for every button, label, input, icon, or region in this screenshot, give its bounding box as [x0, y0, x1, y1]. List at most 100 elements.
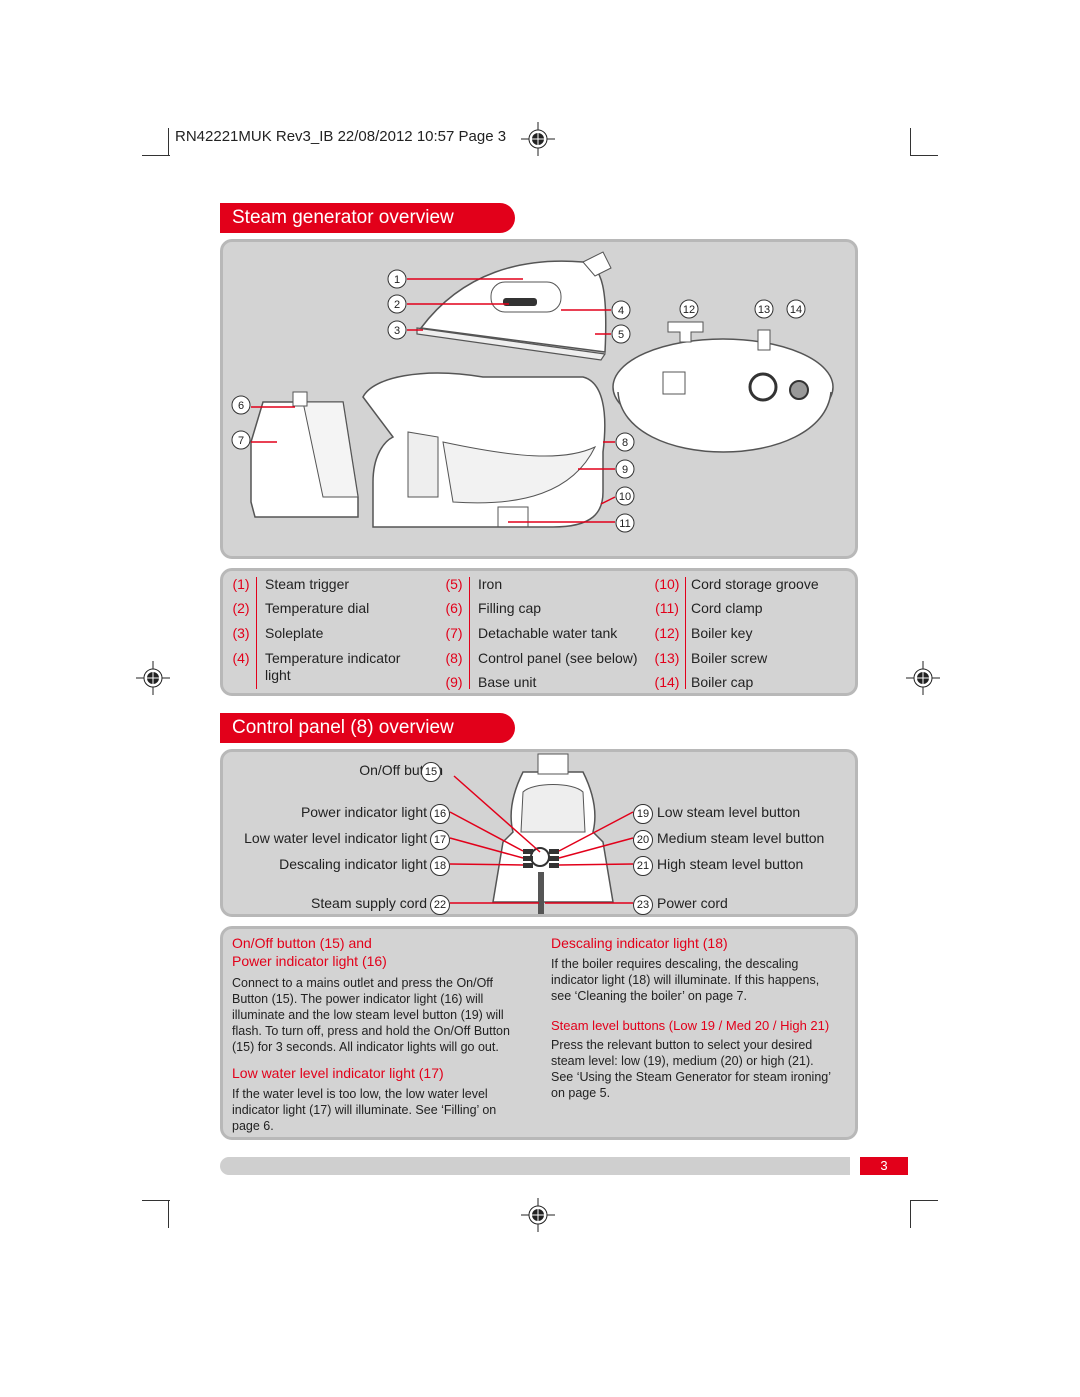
info-line: If the boiler requires descaling, the de… — [551, 957, 799, 971]
part-label: Control panel (see below) — [478, 650, 638, 666]
info-heading: Power indicator light (16) — [232, 953, 387, 969]
part-number: (6) — [445, 600, 463, 616]
part-number: (9) — [445, 674, 463, 690]
part-label: Temperature indicator light — [265, 650, 401, 683]
part-label: Boiler screw — [691, 650, 768, 666]
control-label: Steam supply cord — [311, 895, 427, 911]
callout-number: 7 — [238, 435, 244, 447]
part-label: Base unit — [478, 674, 537, 690]
section-title: Control panel (8) overview — [220, 713, 515, 743]
control-panel-diagram: On/Off button 15 Power indicator light 1… — [220, 749, 858, 917]
callout-number: 14 — [790, 304, 802, 316]
divider — [685, 577, 686, 689]
info-line: page 6. — [232, 1119, 274, 1133]
part-label: Filling cap — [478, 600, 542, 616]
callout-number: 4 — [618, 305, 624, 317]
part-label: Temperature dial — [265, 600, 370, 616]
page-number: 3 — [860, 1157, 908, 1175]
callout-number: 12 — [683, 304, 695, 316]
part-number: (13) — [654, 650, 680, 666]
control-panel-info: On/Off button (15) and Power indicator l… — [220, 926, 858, 1140]
part-label: Soleplate — [265, 625, 324, 641]
control-label: Low steam level button — [657, 804, 801, 820]
info-line: Connect to a mains outlet and press the … — [232, 976, 494, 990]
control-label: Medium steam level button — [657, 830, 825, 846]
info-line: steam level: low (19), medium (20) or hi… — [551, 1054, 814, 1068]
info-line: illuminate and the low steam level butto… — [232, 1008, 504, 1022]
steam-generator-diagram: 1 2 3 4 5 6 7 8 9 10 11 12 13 14 — [220, 239, 858, 559]
info-line: indicator light (18) will illuminate. If… — [551, 973, 820, 987]
callout-number: 15 — [421, 762, 441, 782]
crop-mark — [910, 1200, 938, 1201]
part-number: (7) — [445, 625, 463, 641]
info-body: Connect to a mains outlet and press the … — [232, 975, 532, 1055]
part-number: (10) — [654, 576, 680, 592]
part-number: (3) — [232, 625, 250, 641]
callout-number: 13 — [758, 304, 770, 316]
steam-generator-illustration: 1 2 3 4 5 6 7 8 9 10 11 12 13 14 — [231, 251, 834, 533]
part-number: (12) — [654, 625, 680, 641]
crop-mark — [168, 1200, 169, 1228]
info-line: see ‘Cleaning the boiler’ on page 7. — [551, 989, 747, 1003]
part-label: Cord storage groove — [691, 576, 819, 592]
info-body: If the boiler requires descaling, the de… — [551, 956, 851, 1004]
registration-mark-icon — [136, 661, 170, 695]
info-line: indicator light (17) will illuminate. Se… — [232, 1103, 497, 1117]
part-number: (2) — [232, 600, 250, 616]
callout-number: 19 — [633, 804, 653, 824]
part-number: (8) — [445, 650, 463, 666]
info-heading: Low water level indicator light (17) — [232, 1065, 444, 1081]
control-label: Low water level indicator light — [244, 830, 427, 846]
info-line: If the water level is too low, the low w… — [232, 1087, 488, 1101]
print-slug: RN42221MUK Rev3_IB 22/08/2012 10:57 Page… — [175, 128, 507, 145]
part-number: (11) — [655, 600, 679, 616]
callout-number: 6 — [238, 400, 244, 412]
callout-number: 18 — [430, 856, 450, 876]
part-number: (4) — [232, 650, 250, 666]
crop-mark — [910, 155, 938, 156]
part-label: Detachable water tank — [478, 625, 618, 641]
callout-number: 1 — [394, 274, 400, 286]
part-label: Iron — [478, 576, 503, 592]
callout-number: 8 — [622, 437, 628, 449]
crop-mark — [142, 1200, 170, 1201]
registration-mark-icon — [906, 661, 940, 695]
part-label: Cord clamp — [691, 600, 763, 616]
divider — [469, 577, 470, 689]
info-line: on page 5. — [551, 1086, 611, 1100]
crop-mark — [168, 128, 169, 156]
info-line: See ‘Using the Steam Generator for steam… — [551, 1070, 831, 1084]
control-label: Power cord — [657, 895, 728, 911]
info-line: (15) for 3 seconds. All indicator lights… — [232, 1040, 499, 1054]
control-label: Descaling indicator light — [279, 856, 427, 872]
info-heading: Descaling indicator light (18) — [551, 935, 728, 951]
control-label: High steam level button — [657, 856, 804, 872]
control-panel-illustration — [449, 753, 634, 914]
section-title: Steam generator overview — [220, 203, 515, 233]
parts-list: (1) Steam trigger (2) Temperature dial (… — [220, 568, 858, 696]
info-line: flash. To turn off, press and hold the O… — [232, 1024, 510, 1038]
divider — [256, 577, 257, 689]
part-label: Boiler cap — [691, 674, 754, 690]
part-label: Steam trigger — [265, 576, 350, 592]
callout-number: 9 — [622, 464, 628, 476]
callout-number: 22 — [430, 895, 450, 915]
registration-mark-icon — [521, 122, 555, 156]
info-line: Button (15). The power indicator light (… — [232, 992, 484, 1006]
part-number: (5) — [445, 576, 463, 592]
info-body: If the water level is too low, the low w… — [232, 1086, 532, 1134]
callout-number: 23 — [633, 895, 653, 915]
control-label: Power indicator light — [300, 804, 427, 820]
crop-mark — [910, 1200, 911, 1228]
callout-number: 17 — [430, 830, 450, 850]
registration-mark-icon — [521, 1198, 555, 1232]
part-number: (1) — [232, 576, 250, 592]
footer-bar — [220, 1157, 850, 1175]
part-label: Boiler key — [691, 625, 753, 641]
crop-mark — [910, 128, 911, 156]
info-line: Press the relevant button to select your… — [551, 1038, 813, 1052]
callout-number: 2 — [394, 299, 400, 311]
callout-number: 10 — [619, 491, 631, 503]
callout-number: 3 — [394, 325, 400, 337]
callout-number: 21 — [633, 856, 653, 876]
